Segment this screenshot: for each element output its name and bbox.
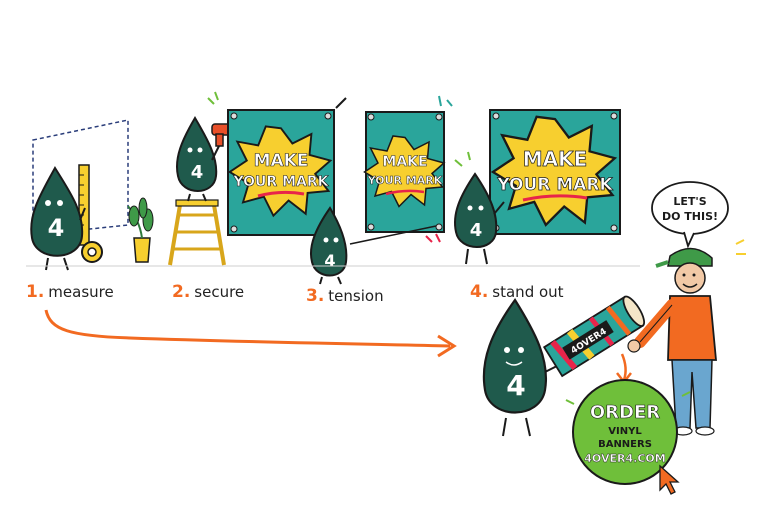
step-text: stand out [492, 283, 564, 301]
stand-out-scene: MAKE YOUR MARK 4 [454, 109, 621, 265]
banner-text: YOUR MARK [367, 174, 443, 187]
spark-line [446, 99, 453, 107]
mascot-secure: 4 [176, 116, 223, 202]
banner-stand-out: MAKE YOUR MARK [489, 109, 621, 235]
step-number: 2. [172, 282, 191, 302]
mascot-tension: 4 [310, 206, 348, 285]
mascot-measure: 4 [30, 166, 86, 271]
spark-line [207, 97, 215, 105]
cta-text: VINYL [608, 426, 642, 437]
mascot-number: 4 [324, 251, 335, 270]
order-cta-button[interactable]: ORDER VINYL BANNERS 4OVER4.COM [572, 379, 678, 485]
mascot-handoff: 4 [482, 298, 566, 437]
mascot-number: 4 [470, 220, 483, 241]
step-number: 3. [306, 286, 325, 306]
spark-line [467, 151, 471, 161]
step-text: secure [194, 283, 245, 301]
step-number: 1. [26, 282, 45, 302]
cursor-icon [659, 464, 680, 495]
spark-line [735, 239, 745, 245]
speech-bubble-text: DO THIS! [662, 210, 718, 223]
banner-text: MAKE [254, 151, 309, 171]
spark-line [214, 91, 219, 101]
speech-bubble-text: LET'S [673, 195, 706, 208]
cta-text: BANNERS [598, 439, 652, 450]
banner-text: MAKE [382, 154, 427, 170]
mascot-stand-out: 4 [454, 172, 505, 265]
spark-line [438, 95, 442, 107]
dashed-outline [32, 119, 129, 236]
spark-line [435, 233, 441, 243]
flow-arrow [44, 309, 457, 358]
mascot-number: 4 [48, 214, 65, 242]
step-label-secure: 2.secure [172, 282, 244, 302]
tension-cord [349, 225, 437, 245]
banner-text: MAKE [523, 147, 588, 171]
spark-line [425, 235, 433, 243]
handoff-scene: 4 4OVER4 [482, 181, 746, 437]
arrow-down-icon [616, 353, 632, 385]
ladder-icon [168, 199, 226, 266]
step-text: tension [328, 287, 384, 305]
mascot-number: 4 [191, 162, 204, 183]
step-number: 4. [470, 282, 489, 302]
step-text: measure [48, 283, 114, 301]
banner-text: YOUR MARK [233, 174, 330, 190]
step-label-measure: 1.measure [26, 282, 114, 302]
cta-text: ORDER [590, 402, 660, 423]
secure-scene: 4 MAKE YOUR MARK [168, 91, 335, 266]
spark-line [565, 399, 575, 405]
banner-roll: 4OVER4 [542, 295, 646, 378]
speech-bubble: LET'S DO THIS! [651, 181, 729, 249]
measure-scene: 4 [30, 119, 154, 271]
tension-scene: MAKE YOUR MARK 4 [310, 95, 453, 285]
potted-plant-icon [127, 197, 154, 263]
step-label-tension: 3.tension [306, 286, 384, 306]
spark-line [681, 391, 691, 397]
banner-text: YOUR MARK [496, 175, 613, 195]
banner-secure: MAKE YOUR MARK [227, 109, 335, 236]
step-label-stand-out: 4.stand out [470, 282, 564, 302]
person-illustration [627, 247, 717, 436]
tape-measure-icon [78, 164, 103, 263]
mascot-number: 4 [506, 369, 525, 402]
spark-line [454, 159, 463, 167]
banner-tension: MAKE YOUR MARK [363, 111, 445, 233]
cta-text: 4OVER4.COM [584, 452, 665, 465]
